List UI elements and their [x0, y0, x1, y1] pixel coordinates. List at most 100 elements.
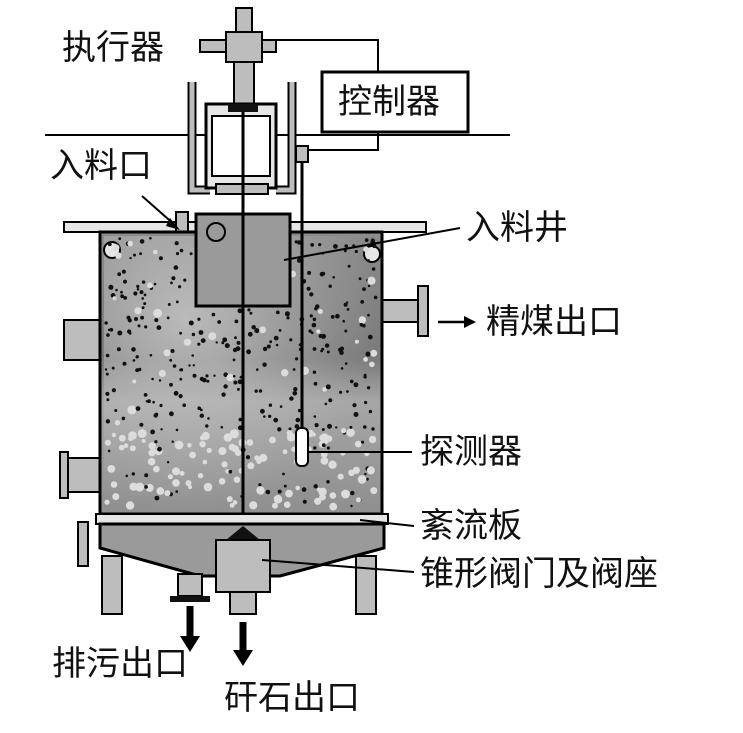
- gangue-particle: [153, 249, 158, 255]
- gangue-particle: [232, 500, 238, 505]
- coal-particle: [175, 490, 178, 493]
- gangue-particle: [111, 432, 117, 438]
- coal-particle: [105, 372, 109, 376]
- coal-particle: [346, 308, 350, 311]
- gangue-particle: [158, 369, 166, 377]
- coal-particle: [308, 329, 312, 333]
- coal-particle: [105, 391, 110, 396]
- coal-particle: [126, 315, 131, 320]
- coal-particle: [275, 343, 279, 347]
- coal-particle: [342, 319, 346, 323]
- coal-particle: [313, 381, 318, 386]
- coal-particle: [307, 270, 312, 275]
- detector-head: [295, 145, 309, 163]
- coal-particle: [349, 425, 353, 429]
- gangue-arrow-head: [233, 650, 253, 666]
- coal-particle: [367, 284, 371, 288]
- coal-particle: [354, 249, 358, 254]
- coal-particle: [339, 346, 345, 351]
- coal-particle: [233, 380, 238, 385]
- gangue-particle: [337, 473, 344, 480]
- coal-particle: [333, 244, 338, 249]
- gangue-particle: [104, 499, 110, 505]
- coal-particle: [349, 379, 354, 384]
- coal-particle: [133, 291, 138, 296]
- gangue-particle: [363, 357, 368, 362]
- gangue-particle: [226, 496, 233, 503]
- gangue-particle: [358, 316, 366, 324]
- gangue-particle: [202, 459, 208, 465]
- coal-particle: [262, 362, 267, 367]
- coal-particle: [172, 364, 177, 368]
- gangue-particle: [132, 379, 137, 384]
- gangue-particle: [226, 373, 234, 382]
- gangue-particle: [112, 296, 117, 301]
- coal-particle: [188, 364, 191, 367]
- label-controller: 控制器: [338, 82, 440, 122]
- coal-particle: [236, 340, 241, 345]
- coal-particle: [105, 419, 111, 424]
- coal-particle: [327, 423, 332, 429]
- gangue-particle: [256, 458, 262, 464]
- actuator-body: [225, 31, 263, 63]
- coal-particle: [120, 290, 123, 294]
- gangue-particle: [152, 448, 158, 454]
- coal-particle: [367, 313, 370, 317]
- coal-particle: [265, 489, 271, 495]
- coal-particle: [312, 317, 317, 322]
- coal-particle: [326, 350, 330, 354]
- coal-particle: [205, 424, 209, 428]
- coal-particle: [121, 269, 126, 274]
- gangue-particle: [147, 282, 153, 289]
- coal-particle: [339, 390, 343, 394]
- coal-particle: [371, 427, 375, 431]
- gangue-particle: [233, 430, 238, 434]
- coal-particle: [313, 484, 318, 489]
- coal-particle: [147, 399, 151, 404]
- coal-particle: [332, 276, 336, 279]
- gangue-particle: [285, 489, 293, 498]
- coal-particle: [346, 390, 349, 393]
- coal-particle: [183, 278, 187, 282]
- coal-particle: [246, 349, 252, 355]
- coal-particle: [238, 417, 243, 422]
- gangue-particle: [346, 428, 355, 437]
- coal-particle: [207, 417, 210, 420]
- coal-particle: [340, 367, 344, 370]
- gangue-particle: [273, 494, 283, 504]
- gangue-particle: [183, 338, 192, 346]
- coal-particle: [364, 238, 369, 243]
- coal-particle: [318, 334, 323, 338]
- coal-particle: [344, 329, 348, 333]
- coal-particle: [364, 400, 368, 405]
- coal-particle: [199, 413, 204, 418]
- coal-particle: [199, 408, 203, 412]
- label-feed-inlet: 入料口: [50, 146, 152, 186]
- leader-feed-inlet-head: [166, 218, 180, 230]
- label-cone-valve: 锥形阀门及阀座: [420, 554, 658, 594]
- coal-particle: [108, 284, 114, 290]
- coal-particle: [111, 388, 116, 393]
- coal-particle: [139, 252, 143, 256]
- coal-particle: [370, 238, 375, 243]
- coal-particle: [217, 320, 222, 324]
- gangue-particle: [249, 501, 258, 510]
- coal-particle: [152, 400, 155, 404]
- coal-particle: [235, 346, 241, 352]
- gangue-particle: [167, 474, 173, 480]
- coal-particle: [171, 440, 174, 443]
- gangue-particle: [356, 497, 361, 503]
- coal-particle: [347, 264, 351, 268]
- gangue-particle: [319, 434, 326, 441]
- frame-plate: [228, 104, 258, 112]
- coal-particle: [223, 372, 228, 378]
- coal-particle: [318, 243, 322, 247]
- gangue-particle: [286, 430, 293, 436]
- gangue-particle: [281, 369, 289, 377]
- coal-particle: [296, 240, 302, 245]
- coal-particle: [237, 308, 243, 314]
- coal-particle: [268, 414, 272, 418]
- coal-particle: [106, 333, 110, 337]
- gangue-particle: [295, 485, 301, 491]
